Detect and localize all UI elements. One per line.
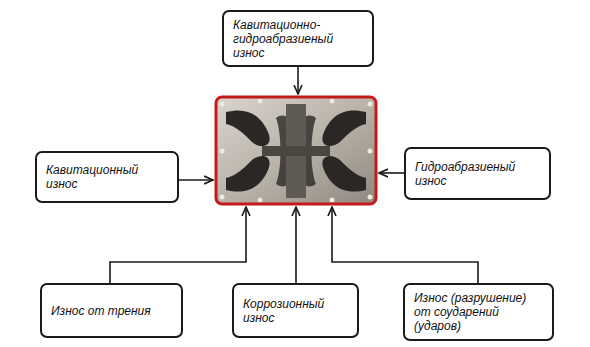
box-label: Износ (разрушение) от соударений (ударов…	[414, 291, 543, 333]
box-text-group: Кавитационно- гидроабразиеный износ	[233, 18, 363, 60]
box-label: Коррозионный износ	[243, 297, 348, 325]
box-label: Износ от трения	[51, 304, 151, 318]
wear-type-box: Коррозионный износ	[232, 283, 359, 338]
wear-type-box: Гидроабразиеный износ	[404, 147, 551, 200]
wear-type-box: Износ от трения	[40, 283, 183, 338]
box-label: Кавитационный износ	[46, 163, 168, 191]
wear-type-box: Кавитационный износ	[35, 151, 179, 203]
box-text-group: Коррозионный износ	[243, 297, 348, 325]
wear-type-box: Кавитационно- гидроабразиеный износ	[222, 10, 374, 67]
box-label: Гидроабразиеный износ	[415, 160, 540, 188]
box-text-group: Износ (разрушение) от соударений (ударов…	[414, 291, 543, 333]
box-text-group: Износ от трения	[51, 304, 151, 318]
box-text-group: Гидроабразиеный износ	[415, 160, 540, 188]
box-text-group: Кавитационный износ	[46, 163, 168, 191]
wear-type-box: Износ (разрушение) от соударений (ударов…	[403, 283, 554, 341]
box-label: Кавитационно- гидроабразиеный износ	[233, 18, 363, 60]
